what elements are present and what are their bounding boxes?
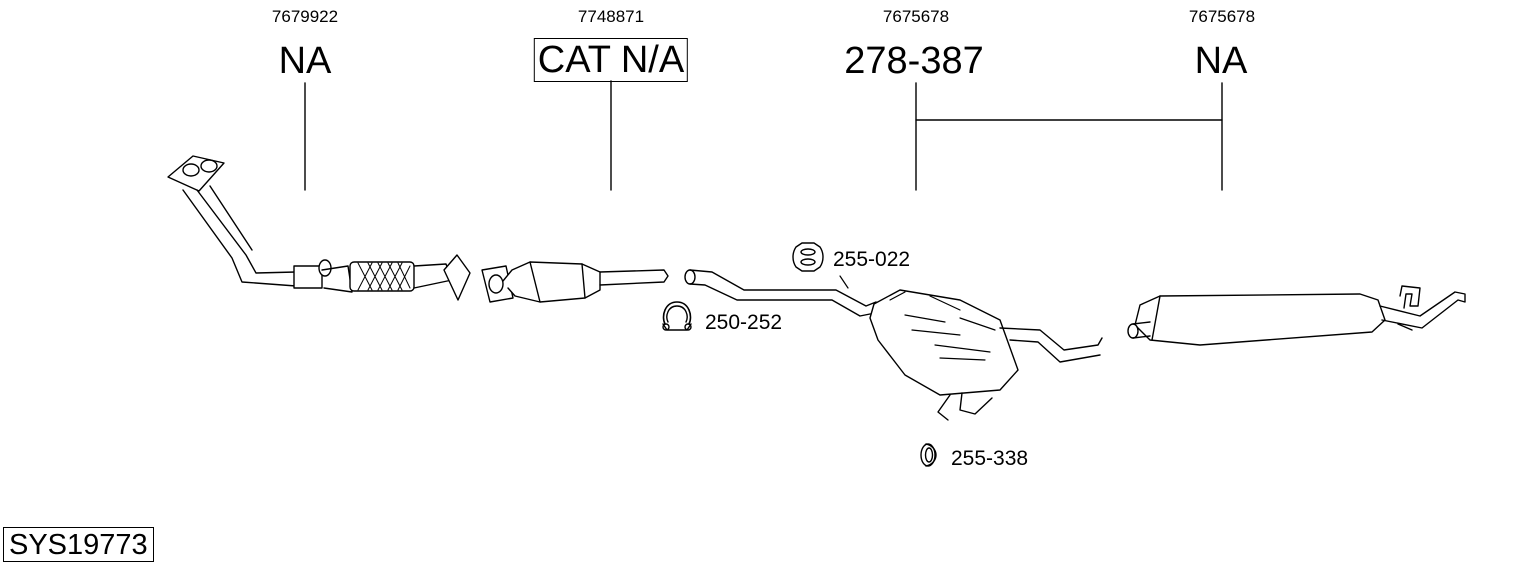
part-2-oe-number: 7748871 (577, 7, 645, 26)
centre-silencer-drawing (684, 269, 1103, 421)
part-4-oe-number: 7675678 (1188, 7, 1256, 26)
part-3-part-number: 278-387 (844, 40, 984, 82)
front-pipe-drawing (167, 155, 471, 301)
part-1-oe-number: 7679922 (271, 7, 339, 26)
accessory-hanger-label: 255-022 (833, 248, 911, 271)
accessory-ring-label: 255-338 (951, 447, 1029, 470)
rubber-hanger-icon (792, 242, 824, 272)
part-4-part-number: NA (1194, 40, 1248, 82)
pipe-clamp-icon (662, 301, 692, 331)
part-2-part-number: CAT N/A (533, 38, 689, 82)
system-id-label: SYS19773 (3, 527, 154, 562)
part-1-part-number: NA (278, 40, 332, 82)
catalytic-converter-drawing (481, 261, 669, 303)
accessory-clamp-label: 250-252 (705, 311, 783, 334)
rubber-ring-icon (920, 443, 937, 467)
rear-silencer-drawing (1127, 285, 1466, 346)
part-3-oe-number: 7675678 (882, 7, 950, 26)
